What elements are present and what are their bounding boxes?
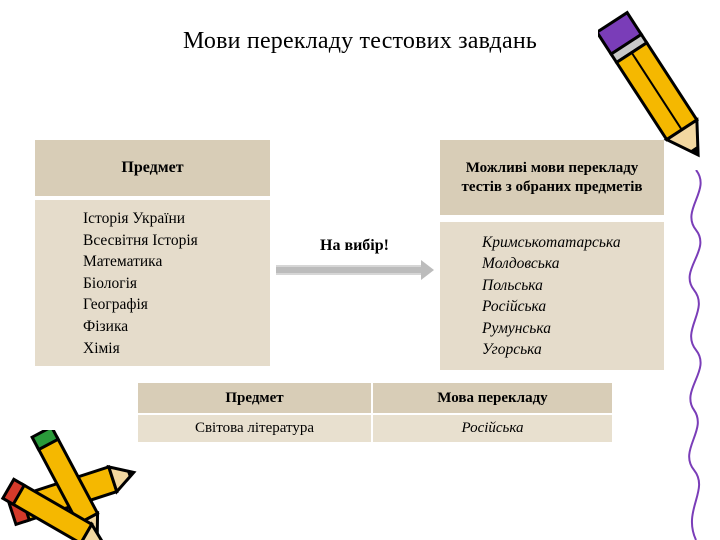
squiggle-line-icon (688, 170, 702, 540)
choice-label: На вибір! (320, 237, 389, 254)
bottom-header-language: Мова перекладу (373, 383, 612, 413)
subject-header: Предмет (35, 140, 270, 196)
pencil-icon (598, 10, 700, 158)
languages-list: Кримськотатарська Молдовська Польська Ро… (440, 222, 664, 360)
bottom-cell-language: Російська (373, 415, 612, 442)
subject-list: Історія України Всесвітня Історія Матема… (35, 200, 270, 359)
bottom-header-subject: Предмет (138, 383, 371, 413)
language-item: Польська (482, 276, 543, 294)
subject-item: Історія України (83, 210, 186, 227)
language-item: Російська (482, 298, 547, 316)
pencils-icon (0, 430, 137, 540)
subject-item: Математика (83, 253, 163, 271)
subject-item: Географія (83, 296, 148, 314)
language-item: Кримськотатарська (482, 234, 621, 251)
arrow-right-icon (276, 260, 434, 280)
subject-item: Фізика (83, 317, 129, 335)
page-title: Мови перекладу тестових завдань (182, 28, 538, 54)
subject-item: Біологія (83, 274, 138, 292)
languages-list-panel: Кримськотатарська Молдовська Польська Ро… (440, 222, 664, 370)
bottom-cell-subject: Світова література (138, 415, 371, 442)
languages-header: Можливі мови перекладу тестів з обраних … (440, 140, 664, 215)
language-item: Угорська (482, 341, 542, 359)
language-item: Румунська (482, 319, 551, 337)
language-item: Молдовська (482, 255, 560, 273)
subject-list-panel: Історія України Всесвітня Історія Матема… (35, 200, 270, 366)
subject-item: Хімія (83, 339, 120, 357)
subject-item: Всесвітня Історія (83, 231, 198, 249)
